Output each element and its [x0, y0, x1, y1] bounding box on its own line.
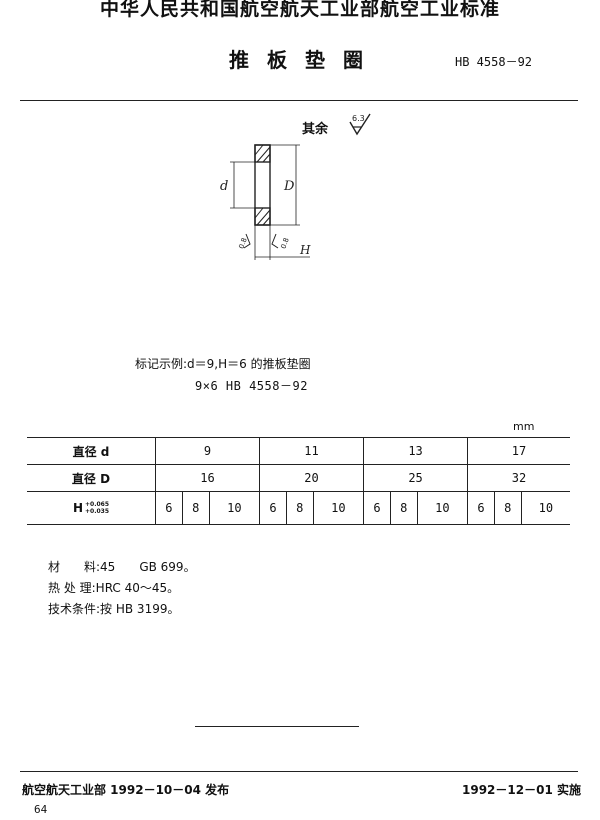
implement-date: 1992－12－01 实施 [462, 783, 581, 797]
note-technical: 技术条件:按 HB 3199。 [48, 602, 180, 616]
table-row: H+0.065+0.035 6 8 10 6 8 10 6 8 10 6 8 1… [27, 491, 570, 525]
document-code: HB 4558－92 [455, 55, 533, 69]
table-cell: 6 [155, 491, 183, 525]
table-cell: 10 [416, 491, 469, 525]
end-rule [195, 726, 359, 727]
table-cell: 6 [363, 491, 391, 525]
table-cell: 13 [363, 437, 469, 465]
tol-lower: +0.035 [85, 508, 110, 516]
row-H-symbol: H [72, 500, 84, 515]
table-cell: 16 [154, 464, 261, 492]
roughness-left-value: 0.8 [237, 237, 248, 250]
header-rule [20, 100, 578, 101]
table-cell: 8 [493, 491, 522, 525]
table-cell: 17 [467, 437, 570, 465]
marking-example-code: 9×6 HB 4558－92 [195, 379, 308, 393]
unit-label: mm [513, 420, 535, 433]
table-row: 直径 D 16 20 25 32 [27, 464, 570, 492]
roughness-value: 6.3 [352, 114, 365, 123]
roughness-note: 其余 [302, 122, 329, 137]
table-cell: 20 [259, 464, 365, 492]
table-cell: 10 [520, 491, 570, 525]
note-material: 材 料:45 GB 699。 [48, 560, 196, 574]
table-cell: 11 [259, 437, 365, 465]
standard-title: 中华人民共和国航空航天工业部航空工业标准 [99, 0, 500, 20]
page-number: 64 [34, 803, 48, 816]
table-cell: 8 [389, 491, 418, 525]
row-H-tolerance: +0.065+0.035 [85, 501, 109, 515]
table-cell: 10 [312, 491, 365, 525]
table-cell: 6 [467, 491, 495, 525]
note-heat-treatment: 热 处 理:HRC 40～45。 [48, 581, 180, 595]
marking-example-label: 标记示例:d＝9,H＝6 的推板垫圈 [135, 357, 311, 371]
roughness-symbol-icon: 6.3 [349, 113, 371, 136]
dim-d-label: d [220, 179, 228, 194]
washer-drawing: d D H 0.8 0.8 [220, 144, 311, 260]
row-D-label: 直径 D [27, 464, 156, 492]
footer-rule [20, 771, 578, 772]
row-d-label: 直径 d [27, 437, 156, 465]
notes: 材 料:45 GB 699。 热 处 理:HRC 40～45。 技术条件:按 H… [48, 557, 196, 620]
dim-H-label: H [299, 243, 311, 257]
spec-table: 直径 d 9 11 13 17 直径 D 16 20 25 32 H+0.065… [27, 437, 570, 525]
row-H-label: H+0.065+0.035 [27, 491, 156, 525]
document-title: 推板垫圈 [229, 48, 381, 72]
issue-date: 航空航天工业部 1992－10－04 发布 [22, 783, 230, 797]
dim-D-label: D [283, 179, 295, 194]
table-row: 直径 d 9 11 13 17 [27, 437, 570, 465]
table-cell: 25 [363, 464, 469, 492]
table-cell: 9 [154, 437, 261, 465]
table-cell: 32 [467, 464, 570, 492]
table-cell: 8 [181, 491, 210, 525]
table-cell: 6 [259, 491, 287, 525]
roughness-right-value: 0.8 [279, 237, 290, 250]
table-cell: 8 [285, 491, 314, 525]
table-cell: 10 [208, 491, 261, 525]
tol-upper: +0.065 [85, 501, 110, 509]
